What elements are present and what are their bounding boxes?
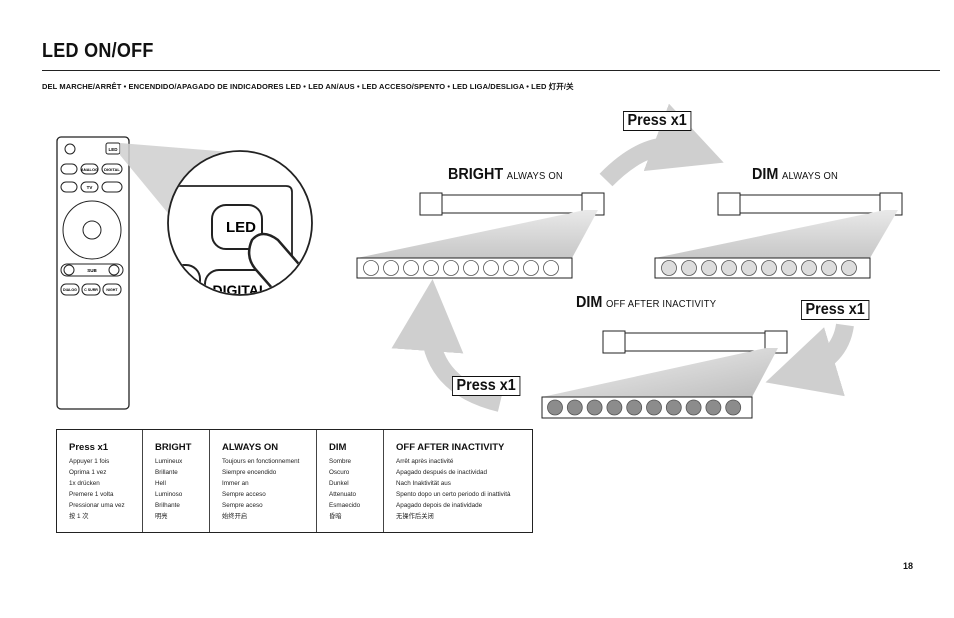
led-indicator-off [606, 399, 623, 416]
bluetooth-button [60, 163, 78, 175]
translation-table: Press x1 Appuyer 1 fois Oprima 1 vez 1x … [56, 429, 533, 533]
led-indicator-dim [801, 260, 817, 276]
svg-text:LED: LED [226, 219, 256, 236]
svg-text:C SURR: C SURR [84, 288, 98, 292]
mute-button [82, 220, 102, 240]
led-indicator-bright [503, 260, 519, 276]
page-subtitle: DEL MARCHE/ARRÊT • ENCENDIDO/APAGADO DE … [42, 82, 574, 91]
svg-text:DIALOG: DIALOG [63, 288, 77, 292]
led-indicator-bright [523, 260, 539, 276]
zoom-led-button: LED DIGITAL [167, 150, 313, 298]
led-indicator-bright [483, 260, 499, 276]
svg-text:LED: LED [109, 147, 119, 152]
sub-rocker [60, 263, 124, 277]
svg-text:DIGITAL: DIGITAL [213, 282, 268, 298]
table-column-bright: BRIGHT Lumineux Brillante Hell Luminoso … [143, 430, 210, 532]
led-indicator-dim [721, 260, 737, 276]
press-x1-left: Press x1 [452, 376, 521, 396]
led-indicator-dim [661, 260, 677, 276]
svg-text:NIGHT: NIGHT [106, 288, 118, 292]
led-indicator-bright [383, 260, 399, 276]
led-indicator-bright [463, 260, 479, 276]
page-title: LED ON/OFF [42, 40, 154, 62]
led-indicator-off [586, 399, 603, 416]
svg-text:SUB: SUB [87, 268, 97, 273]
play-button [60, 181, 78, 193]
dialog-button [60, 283, 80, 296]
led-indicator-off [705, 399, 722, 416]
led-indicator-dim [841, 260, 857, 276]
csurround-button [81, 283, 101, 296]
press-x1-right: Press x1 [801, 300, 870, 320]
title-divider [42, 70, 940, 71]
led-indicator-off [685, 399, 702, 416]
svg-text:ANALOG: ANALOG [81, 167, 98, 172]
led-indicator-bright [363, 260, 379, 276]
press-x1-top: Press x1 [623, 111, 692, 131]
night-button [102, 283, 122, 296]
arrow-dim-to-off [765, 323, 854, 397]
led-indicator-bright [443, 260, 459, 276]
arrow-off-to-bright [391, 279, 503, 412]
power-icon [64, 143, 76, 155]
led-indicator-off [665, 399, 682, 416]
led-indicator-off [725, 399, 742, 416]
table-column-always-on: ALWAYS ON Toujours en fonctionnement Sie… [210, 430, 317, 532]
led-indicator-dim [701, 260, 717, 276]
remote-control: LED ANALOG DIGITAL TV SUB DIALOG C SURR … [56, 136, 130, 410]
page-number: 18 [903, 561, 914, 571]
led-indicator-bright [543, 260, 559, 276]
tv-button [80, 181, 99, 193]
learn-button [101, 181, 123, 193]
led-indicator-dim [821, 260, 837, 276]
led-indicator-off [547, 399, 563, 416]
led-indicator-dim [761, 260, 777, 276]
table-column-off-after-inactivity: OFF AFTER INACTIVITY Arrêt après inactiv… [396, 442, 511, 520]
digital-button [101, 163, 123, 175]
svg-text:TV: TV [87, 185, 93, 190]
analog-button [80, 163, 99, 175]
led-indicator-dim [681, 260, 697, 276]
led-indicator-off [646, 399, 662, 416]
led-indicator-dim [741, 260, 757, 276]
led-indicator-off [566, 399, 583, 416]
led-indicator-off [626, 399, 643, 416]
led-indicator-bright [423, 260, 439, 276]
arrow-bright-to-dim [599, 103, 724, 187]
table-column-press: Press x1 Appuyer 1 fois Oprima 1 vez 1x … [57, 430, 143, 532]
svg-text:DIGITAL: DIGITAL [104, 167, 120, 172]
led-indicator-bright [403, 260, 419, 276]
table-column-dim: DIM Sombre Oscuro Dunkel Attenuato Esmae… [317, 430, 384, 532]
led-indicator-dim [781, 260, 797, 276]
